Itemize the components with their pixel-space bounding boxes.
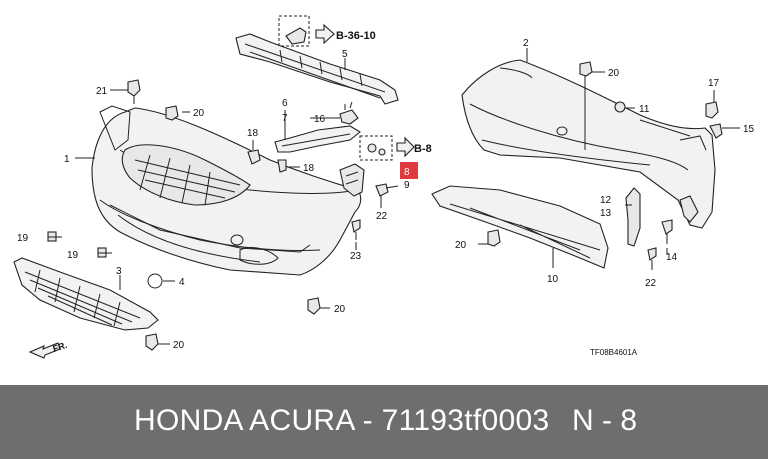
callout-23[interactable]: 23 [350, 251, 362, 262]
footer-bar: HONDA ACURA - 71193tf0003 N - 8 [0, 385, 768, 459]
callout-8[interactable]: 8 [404, 167, 410, 178]
callout-12[interactable]: 12 [600, 195, 612, 206]
ref-b-8-group [359, 135, 393, 161]
callout-17[interactable]: 17 [708, 78, 720, 89]
callout-20e[interactable]: 20 [173, 340, 185, 351]
callout-18a[interactable]: 18 [247, 128, 259, 139]
callouts: 1 2 3 4 5 6 7 8 9 10 11 12 13 14 15 16 1… [17, 38, 755, 351]
callout-7[interactable]: 7 [282, 113, 288, 124]
callout-19b[interactable]: 19 [67, 250, 79, 261]
ref-b-36-10-label: B-36-10 [336, 30, 376, 42]
callout-11[interactable]: 11 [639, 104, 650, 115]
clip-16 [339, 101, 359, 125]
rear-bumper-face [461, 59, 716, 229]
front-direction-arrow: FR. [28, 340, 69, 359]
callout-19a[interactable]: 19 [17, 233, 29, 244]
lower-grille [13, 257, 159, 331]
callout-20b[interactable]: 20 [608, 68, 620, 79]
callout-20d[interactable]: 20 [334, 304, 346, 315]
side-bracket [274, 125, 361, 153]
callout-9[interactable]: 9 [404, 180, 410, 191]
callout-21[interactable]: 21 [96, 86, 108, 97]
callout-22b[interactable]: 22 [645, 278, 657, 289]
diagram-code: TF08B4601A [590, 348, 638, 357]
side-support [339, 163, 365, 197]
parts-diagram: B-36-10 B-8 [13, 15, 755, 359]
fasteners-rear [487, 61, 723, 261]
direction-label: FR. [52, 340, 69, 354]
leader-lines [48, 48, 740, 345]
bumper-absorber [235, 15, 399, 105]
callout-14[interactable]: 14 [666, 252, 678, 263]
callout-3[interactable]: 3 [116, 266, 122, 277]
ring-4 [147, 273, 163, 289]
callout-6[interactable]: 6 [282, 98, 288, 109]
callout-4[interactable]: 4 [179, 277, 185, 288]
callout-20c[interactable]: 20 [455, 240, 467, 251]
footer-title: HONDA ACURA - 71193tf0003 [134, 404, 550, 437]
callout-15[interactable]: 15 [743, 124, 755, 135]
callout-1[interactable]: 1 [64, 154, 70, 165]
front-bumper-face [91, 105, 362, 276]
highlight-marker [400, 162, 418, 179]
diagram-canvas: B-36-10 B-8 [13, 15, 755, 359]
rear-side-support [625, 187, 641, 247]
callout-13[interactable]: 13 [600, 208, 612, 219]
ref-b-36-10[interactable]: B-36-10 [315, 23, 376, 45]
callout-22a[interactable]: 22 [376, 211, 388, 222]
callout-20a[interactable]: 20 [193, 108, 205, 119]
footer-tag: N - 8 [572, 404, 638, 437]
callout-5[interactable]: 5 [342, 49, 348, 60]
ref-b-8[interactable]: B-8 [396, 136, 432, 158]
callout-2[interactable]: 2 [523, 38, 529, 49]
ref-b-8-label: B-8 [414, 143, 432, 155]
callout-16[interactable]: 16 [314, 114, 326, 125]
callout-18b[interactable]: 18 [303, 163, 315, 174]
rear-diffuser [431, 185, 609, 269]
callout-10[interactable]: 10 [547, 274, 559, 285]
